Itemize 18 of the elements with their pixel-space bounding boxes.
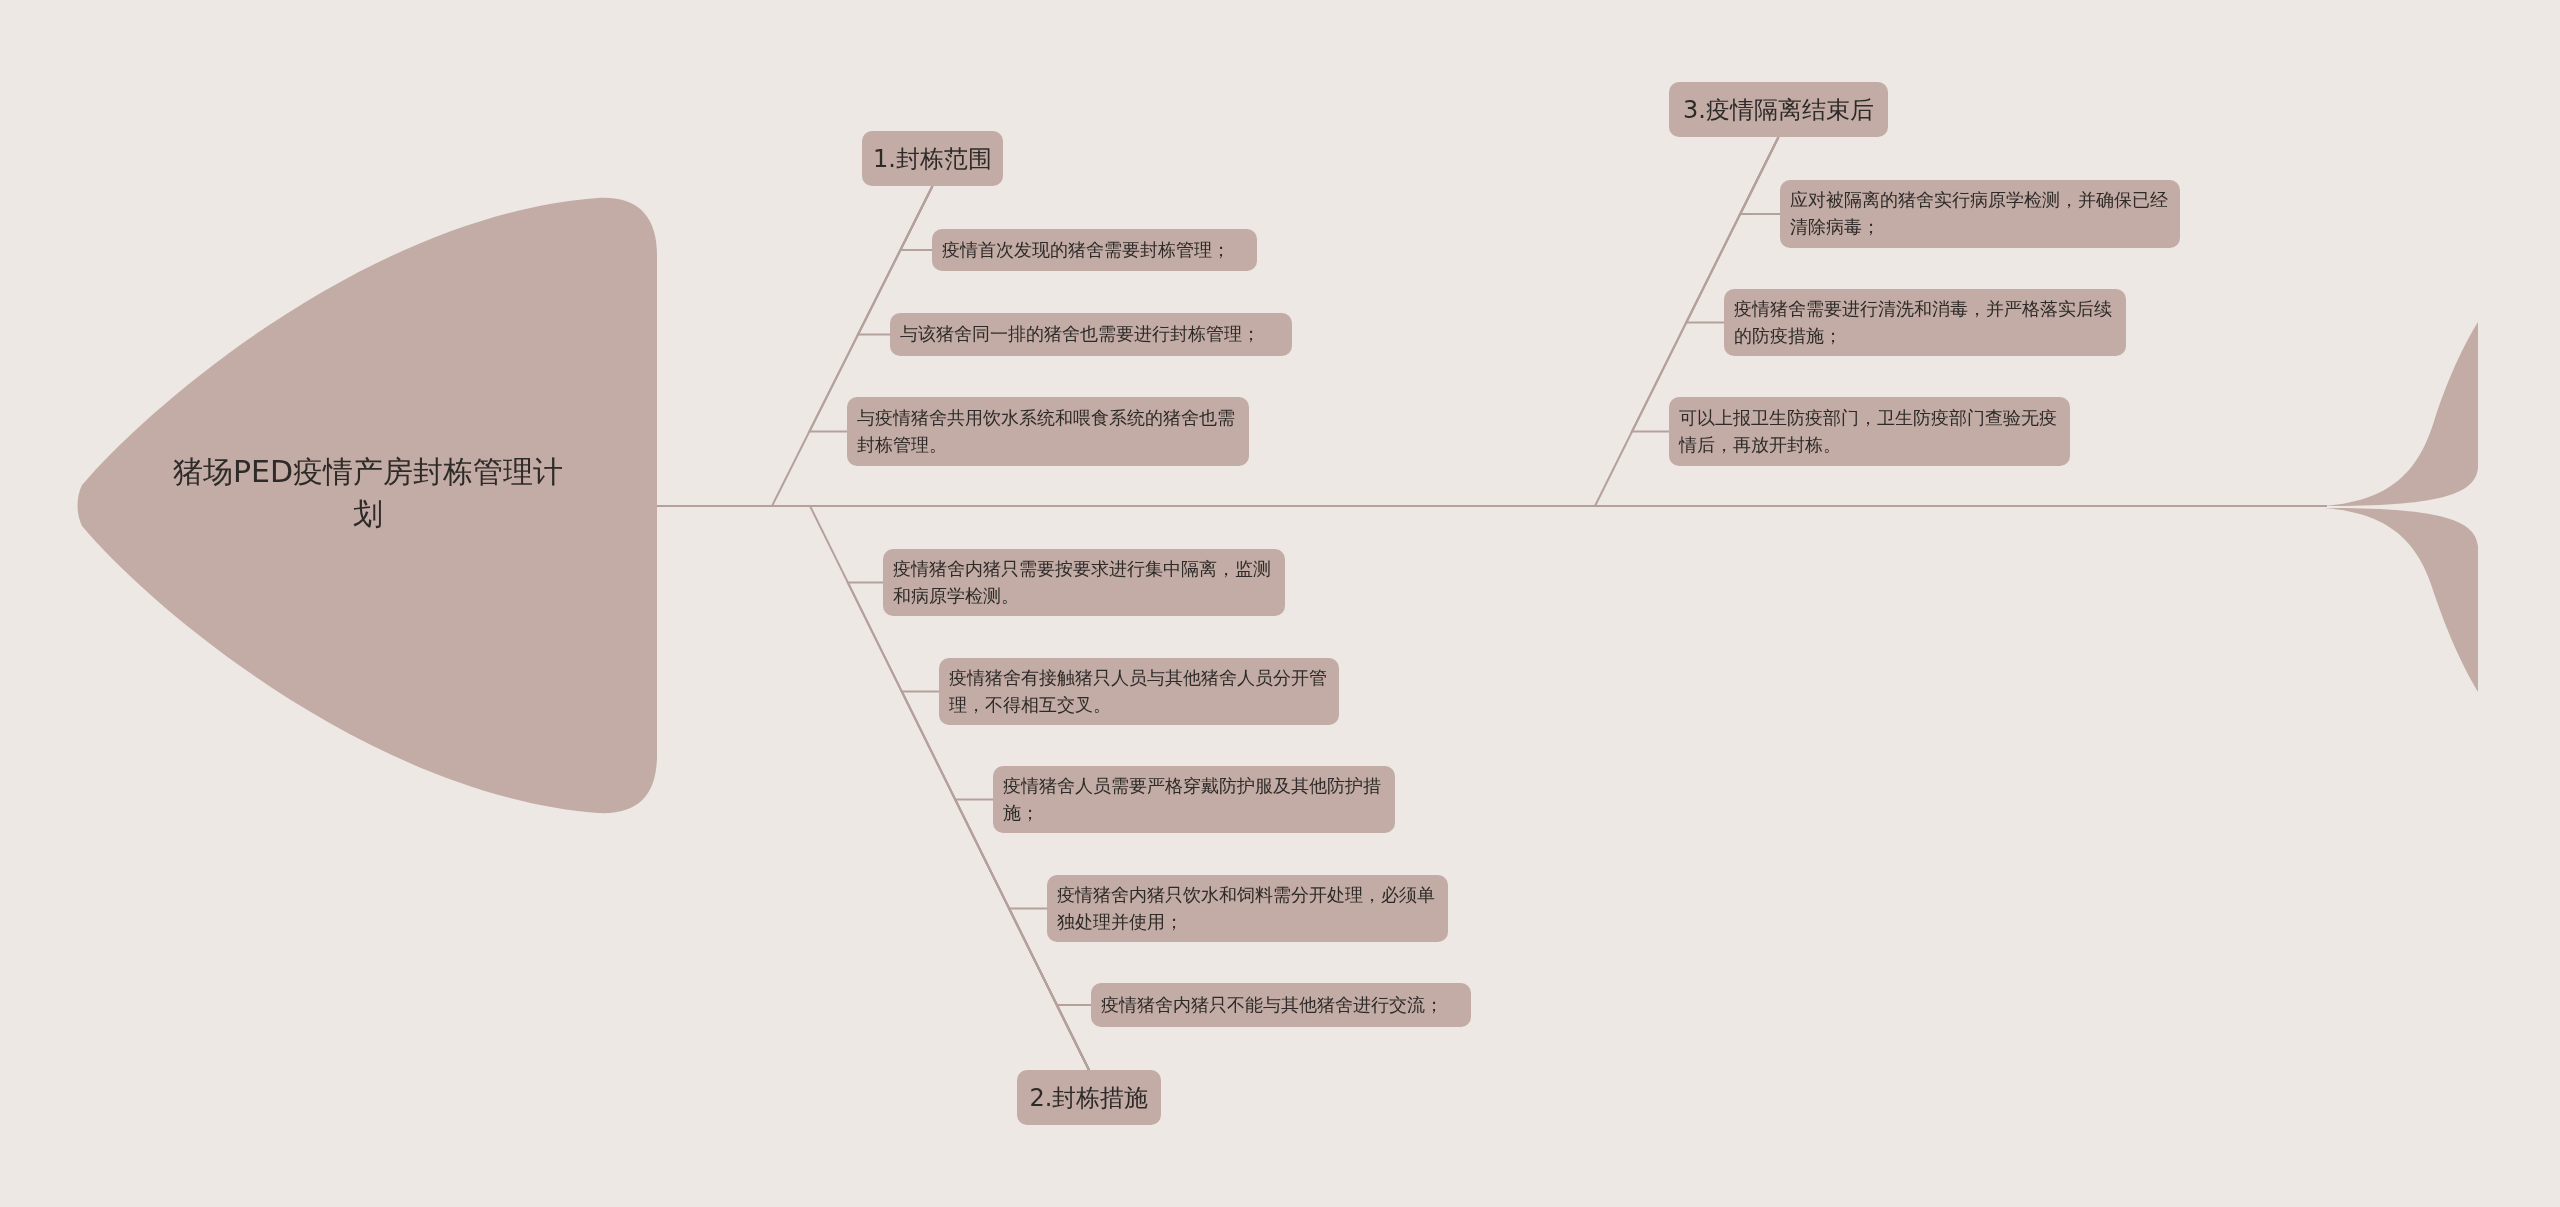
item-box: 应对被隔离的猪舍实行病原学检测，并确保已经清除病毒；	[1780, 180, 2180, 248]
branch-line	[807, 185, 934, 433]
item-box: 与疫情猪舍共用饮水系统和喂食系统的猪舍也需封栋管理。	[847, 397, 1249, 466]
item-box: 疫情猪舍有接触猪只人员与其他猪舍人员分开管理，不得相互交叉。	[939, 658, 1339, 725]
item-box: 疫情猪舍需要进行清洗和消毒，并严格落实后续的防疫措施；	[1724, 289, 2126, 356]
item-box: 疫情猪舍内猪只不能与其他猪舍进行交流；	[1091, 983, 1471, 1027]
item-box: 疫情猪舍内猪只饮水和饲料需分开处理，必须单独处理并使用；	[1047, 875, 1448, 942]
item-box: 疫情猪舍内猪只需要按要求进行集中隔离，监测和病原学检测。	[883, 549, 1285, 616]
branch-line	[1630, 136, 1780, 433]
branch-line	[1055, 1004, 1092, 1071]
category-box: 1.封栋范围	[862, 131, 1003, 186]
item-box: 疫情猪舍人员需要严格穿戴防护服及其他防护措施；	[993, 766, 1395, 833]
item-box: 可以上报卫生防疫部门，卫生防疫部门查验无疫情后，再放开封栋。	[1669, 397, 2070, 466]
title-text: 猪场PED疫情产房封栋管理计划	[171, 453, 565, 533]
category-box: 3.疫情隔离结束后	[1669, 82, 1888, 137]
item-box: 疫情首次发现的猪舍需要封栋管理；	[932, 229, 1257, 271]
item-box: 与该猪舍同一排的猪舍也需要进行封栋管理；	[890, 313, 1292, 356]
category-box: 2.封栋措施	[1017, 1070, 1161, 1125]
